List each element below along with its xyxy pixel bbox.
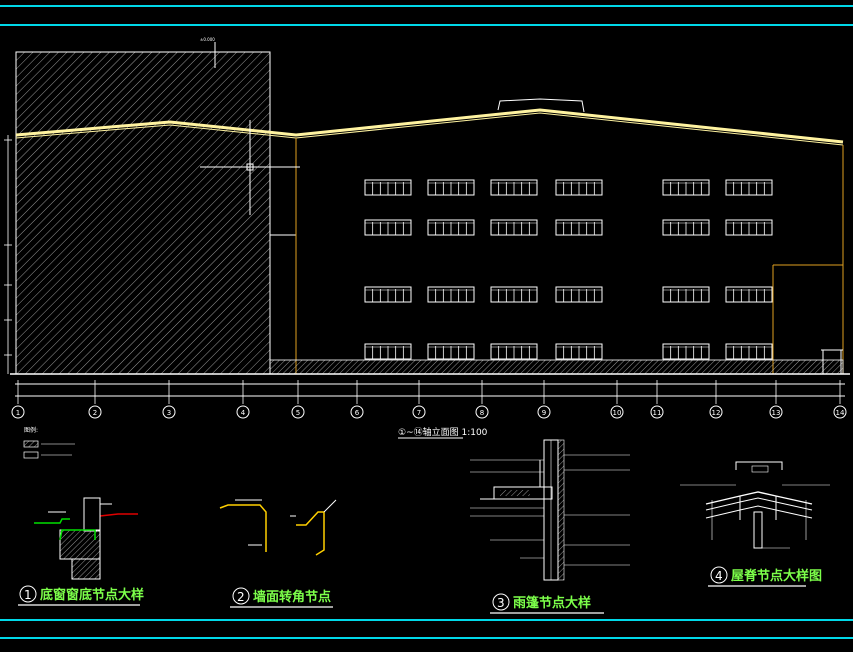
- detail-3-number: 3: [497, 596, 505, 610]
- vertical-dimension: [4, 135, 12, 374]
- axis-bubble: [833, 405, 847, 419]
- axis-label: 14: [836, 409, 845, 417]
- axis-bubble: [650, 405, 664, 419]
- axis-bubble: [537, 405, 551, 419]
- axis-bubble: [769, 405, 783, 419]
- detail-2-drawing: [219, 499, 337, 556]
- legend: 图例:: [23, 426, 75, 459]
- axis-bubble: [475, 405, 489, 419]
- detail-3-drawing: [470, 439, 630, 581]
- axis-bubble: [236, 405, 250, 419]
- axis-bubble: [610, 405, 624, 419]
- drawing-frame: [0, 5, 853, 639]
- axis-bubble: [291, 405, 305, 419]
- axis-bubble: [412, 405, 426, 419]
- axis-label: 10: [613, 409, 622, 417]
- detail-4-caption: 4 屋脊节点大样图: [708, 566, 822, 587]
- axis-label: 4: [241, 409, 246, 417]
- detail-1-number: 1: [24, 588, 32, 602]
- detail-4-title: 屋脊节点大样图: [731, 568, 822, 584]
- axis-label: 5: [296, 409, 300, 417]
- detail-2-caption: 2 墙面转角节点: [230, 587, 333, 608]
- legend-title: 图例:: [24, 426, 38, 434]
- axis-label: 12: [712, 409, 721, 417]
- detail-1-drawing: [34, 497, 138, 580]
- axis-label: 7: [417, 409, 421, 417]
- main-facade: [10, 98, 850, 375]
- detail-2-number: 2: [237, 590, 245, 604]
- axis-label: 9: [542, 409, 546, 417]
- axis-bubble: [709, 405, 723, 419]
- axis-bubble: [11, 405, 25, 419]
- detail-4-number: 4: [715, 569, 723, 583]
- axis-dimension-line: [15, 383, 845, 397]
- axis-label: 3: [167, 409, 171, 417]
- detail-4-drawing: [680, 461, 830, 549]
- detail-1-caption: 1 底窗窗底节点大样: [18, 585, 144, 606]
- axis-bubble: [162, 405, 176, 419]
- svg-text:±0.000: ±0.000: [200, 37, 215, 42]
- detail-1-title: 底窗窗底节点大样: [40, 587, 144, 603]
- axis-label: 13: [772, 409, 781, 417]
- axis-bubble: [350, 405, 364, 419]
- axis-label: 11: [653, 409, 662, 417]
- detail-3-caption: 3 雨篷节点大样: [490, 593, 604, 614]
- detail-3-title: 雨篷节点大样: [513, 595, 591, 611]
- detail-2-title: 墙面转角节点: [253, 589, 331, 605]
- axis-label: 1: [16, 409, 20, 417]
- axis-label: 8: [480, 409, 484, 417]
- elevation-title: ①~⑭轴立面图 1:100: [398, 426, 488, 438]
- hatched-wall-block: ±0.000: [15, 37, 297, 375]
- axis-label: 2: [93, 409, 97, 417]
- window-grid: [364, 179, 773, 360]
- axis-label: 6: [355, 409, 360, 417]
- axis-bubble: [88, 405, 102, 419]
